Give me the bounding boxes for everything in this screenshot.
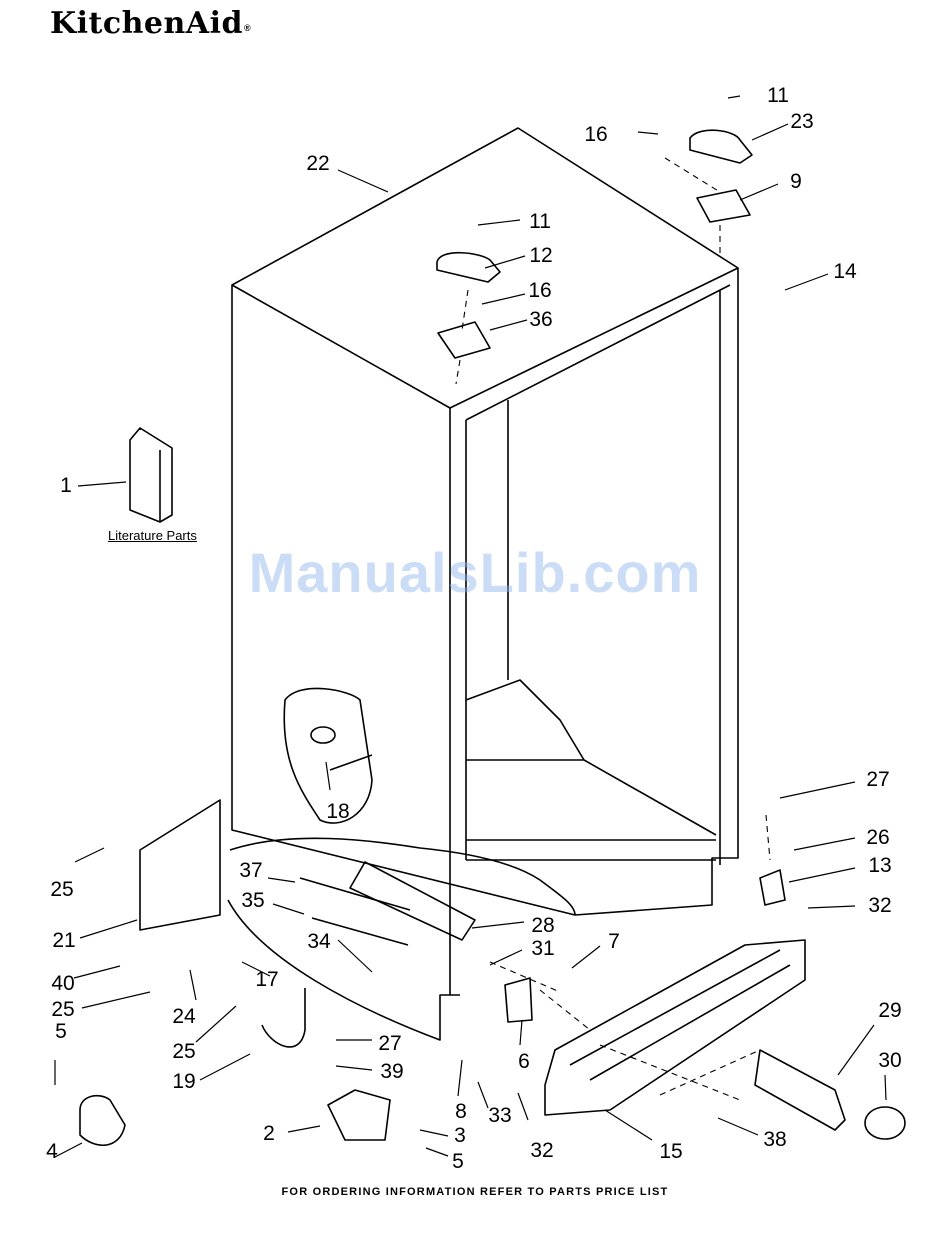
callout-11: 11 [767,84,789,107]
callout-16: 16 [584,123,607,146]
callout-16: 16 [528,279,551,302]
hinge-bracket-13 [760,870,785,905]
callout-40: 40 [51,972,74,995]
callout-23: 23 [790,110,813,133]
callout-5: 5 [55,1020,67,1043]
callout-1: 1 [60,474,72,497]
callout-5: 5 [452,1150,464,1173]
callout-32: 32 [530,1139,553,1162]
literature-booklet [130,428,172,522]
lower-cutaway [228,838,575,1040]
callout-4: 4 [46,1140,58,1163]
filter-cap [865,1107,905,1139]
leader-lines [55,96,886,1157]
callout-17: 17 [255,968,278,991]
ordering-footer-note: FOR ORDERING INFORMATION REFER TO PARTS … [0,1186,950,1198]
callout-36: 36 [529,308,552,331]
callout-12: 12 [529,244,552,267]
callout-35: 35 [241,889,264,912]
cabinet-inner-shelf [466,680,716,840]
callout-27: 27 [378,1032,401,1055]
drain-fitting [311,727,335,743]
manualslib-watermark: ManualsLib.com [0,540,950,605]
tube-37 [300,878,410,910]
callout-25: 25 [172,1040,195,1063]
callout-38: 38 [763,1128,786,1151]
callout-29: 29 [878,999,901,1022]
callout-26: 26 [866,826,889,849]
callout-11: 11 [529,210,551,233]
callout-9: 9 [790,170,802,193]
callout-31: 31 [531,937,554,960]
callout-34: 34 [307,930,331,953]
cabinet-inner-walls [466,400,716,860]
callout-28: 28 [531,914,554,937]
water-valve-frame [350,862,475,940]
callout-8: 8 [455,1100,467,1123]
roller-assembly [80,1096,125,1146]
hinge-cover-right [690,130,752,163]
callout-3: 3 [454,1124,466,1147]
rear-panel [140,800,220,930]
callout-18: 18 [326,800,349,823]
callout-15: 15 [659,1140,682,1163]
callout-25: 25 [51,998,74,1021]
callout-21: 21 [52,929,75,952]
callout-39: 39 [380,1060,403,1083]
callout-27: 27 [866,768,889,791]
callout-13: 13 [868,854,891,877]
callout-33: 33 [488,1104,511,1127]
callout-14: 14 [833,260,857,283]
upper-hinge-left [438,322,490,358]
callout-30: 30 [878,1049,901,1072]
cabinet-front-frame [450,285,730,995]
lower-hinge [328,1090,390,1140]
callout-32: 32 [868,894,891,917]
callout-25: 25 [50,878,73,901]
callout-2: 2 [263,1122,275,1145]
callout-24: 24 [172,1005,196,1028]
callout-22: 22 [306,152,329,175]
water-filter [755,1050,845,1130]
cabinet-outline [232,128,738,915]
callout-labels: 2211231691112163614127261332182521373528… [46,84,902,1173]
water-line [262,988,305,1047]
upper-hinge-right [697,190,750,222]
hinge-bracket-6 [505,978,532,1022]
callout-37: 37 [239,859,262,882]
callout-7: 7 [608,930,620,953]
callout-6: 6 [518,1050,530,1073]
hinge-cover-left [437,253,500,282]
callout-19: 19 [172,1070,195,1093]
